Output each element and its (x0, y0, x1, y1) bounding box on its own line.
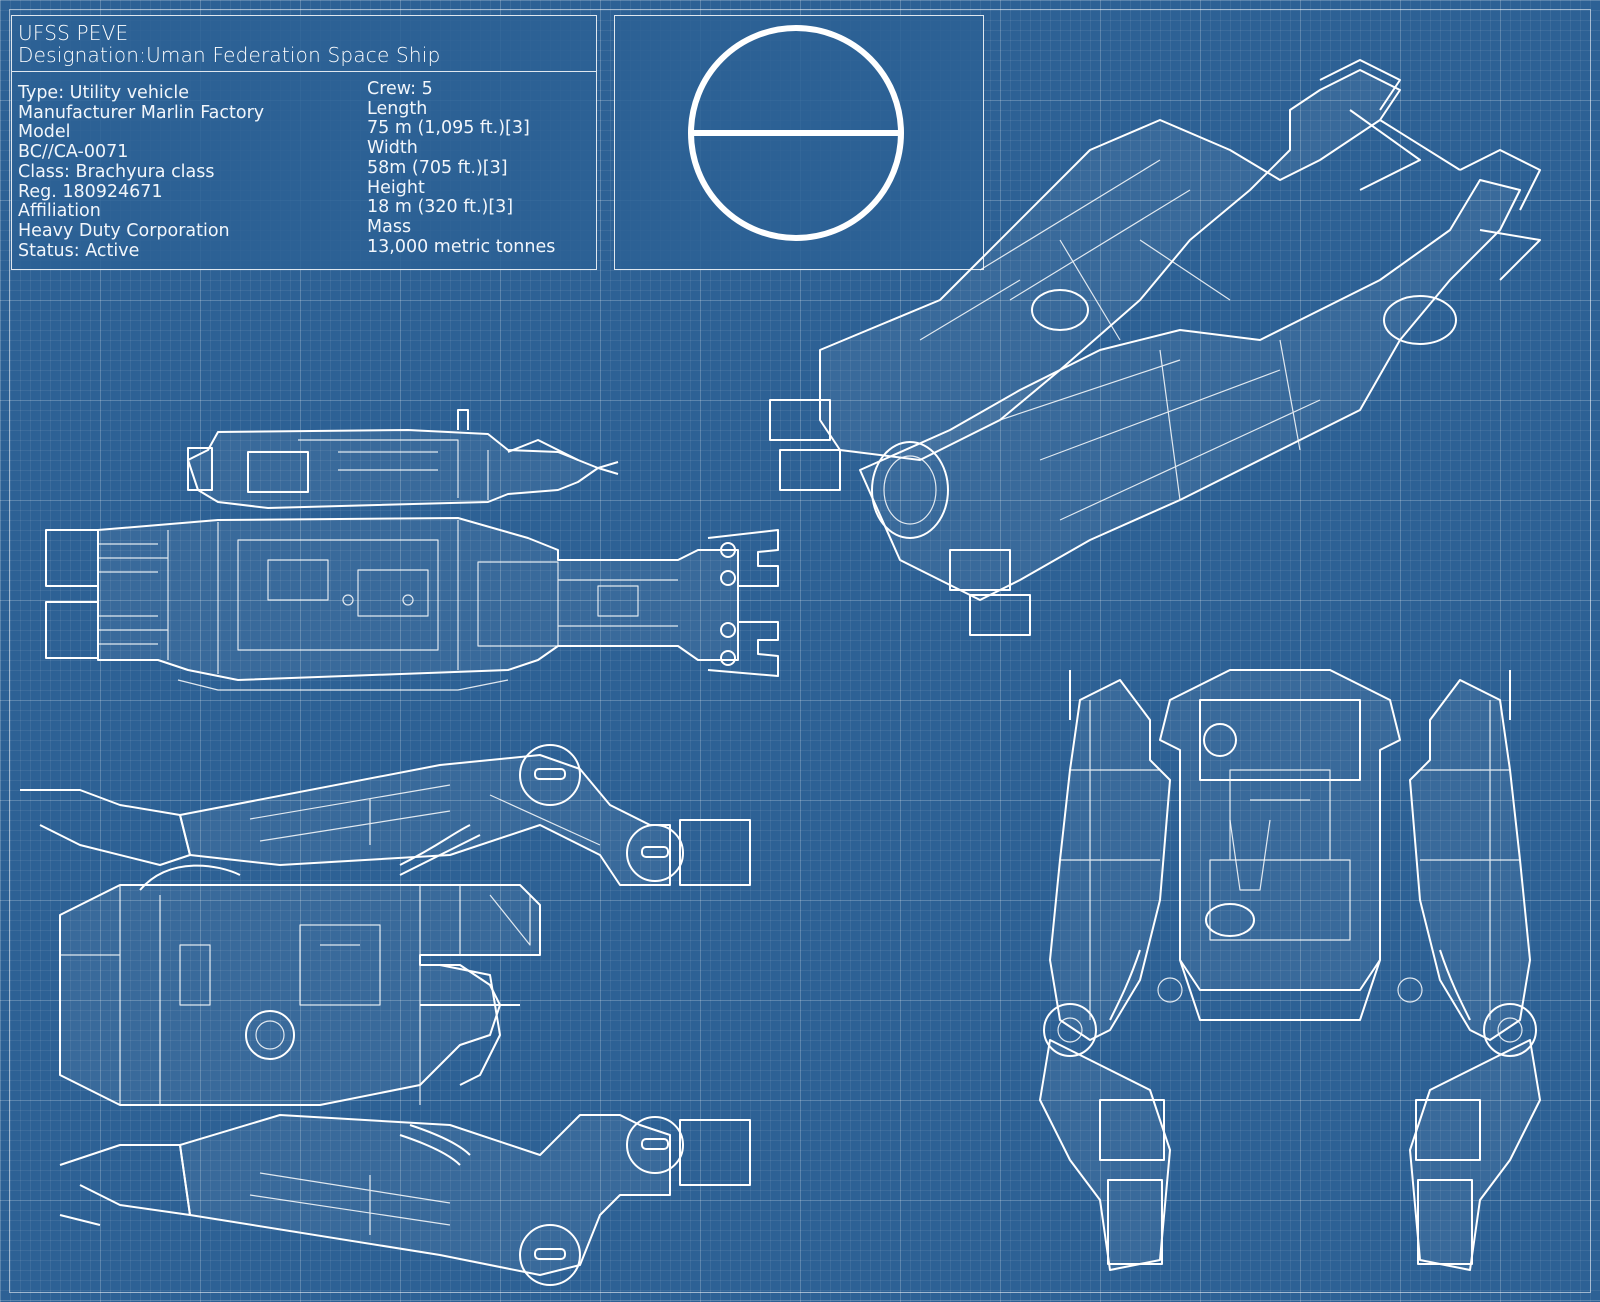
spec-type: Type: Utility vehicle (18, 83, 190, 103)
spec-class: Class: Brachyura class (18, 161, 215, 182)
spec-list-left: Type: Utility vehicle Manufacturer Marli… (18, 83, 265, 261)
ship-isometric-view-icon (769, 59, 1541, 636)
spec-width-label: Width (367, 138, 418, 159)
spec-affiliation-label: Affiliation (18, 201, 101, 222)
spec-mass-value: 13,000 metric tonnes (367, 236, 556, 257)
ship-name: UFSS PEVE (18, 21, 129, 45)
spec-list-right: Crew: 5 Length 75 m (1,095 ft.)[3] Width… (367, 79, 556, 257)
spec-width-value: 58m (705 ft.)[3] (367, 157, 508, 178)
spec-length-value: 75 m (1,095 ft.)[3] (367, 118, 530, 139)
spec-manufacturer: Manufacturer Marlin Factory (18, 102, 265, 123)
sheet-border (9, 9, 1591, 1293)
spec-crew: Crew: 5 (367, 79, 433, 99)
spec-header: UFSS PEVE Designation:Uman Federation Sp… (12, 16, 596, 72)
spec-panel: UFSS PEVE Designation:Uman Federation Sp… (11, 15, 597, 270)
ship-front-view-icon (1039, 669, 1541, 1271)
spec-height-value: 18 m (320 ft.)[3] (367, 197, 514, 218)
spec-status: Status: Active (18, 240, 140, 261)
spec-height-label: Height (367, 177, 425, 198)
spec-affiliation-value: Heavy Duty Corporation (18, 220, 230, 241)
spec-model-label: Model (18, 122, 71, 143)
ship-side-view-icon (45, 409, 779, 691)
spec-model-value: BC//CA-0071 (18, 142, 129, 163)
spec-registration: Reg. 180924671 (18, 181, 163, 202)
ship-top-view-icon (20, 744, 751, 1286)
spec-mass-label: Mass (367, 216, 412, 237)
spec-length-label: Length (367, 98, 428, 119)
circle-bar-emblem-icon (688, 25, 904, 241)
emblem-panel (614, 15, 984, 270)
ship-designation: Designation:Uman Federation Space Ship (18, 43, 441, 67)
